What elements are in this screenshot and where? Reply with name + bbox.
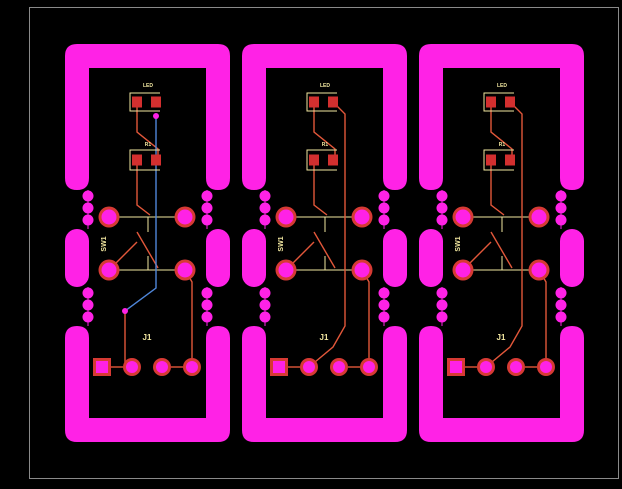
smd-pad xyxy=(309,154,319,166)
switch-label: SW1 xyxy=(278,236,285,251)
smd-pads xyxy=(132,96,161,166)
led-label: LED xyxy=(143,83,153,89)
connector-label: J1 xyxy=(497,333,506,342)
trace xyxy=(313,160,328,216)
connector-pad-square-core xyxy=(96,361,108,373)
smd-pad xyxy=(486,154,496,166)
trace xyxy=(490,160,505,216)
connector-pads xyxy=(447,358,555,376)
connector-pad xyxy=(126,361,138,373)
smd-pad xyxy=(151,96,161,108)
switch-pad xyxy=(278,262,294,278)
via xyxy=(153,113,159,119)
led-silk-outline xyxy=(483,92,514,112)
resistor-silk-outline xyxy=(129,149,160,171)
led-label: LED xyxy=(497,83,507,89)
connector-label: J1 xyxy=(143,333,152,342)
copper-frame-top xyxy=(65,44,230,190)
copper-frame-bottom xyxy=(242,326,407,442)
copper-tab-left xyxy=(419,229,443,287)
smd-pad xyxy=(328,154,338,166)
trace xyxy=(485,101,523,368)
copper-frame xyxy=(419,44,584,442)
connector-pad xyxy=(186,361,198,373)
smd-pad xyxy=(505,96,515,108)
connector-label: J1 xyxy=(320,333,329,342)
switch-pads xyxy=(452,206,550,281)
smd-pads xyxy=(309,96,338,166)
smd-pad xyxy=(328,96,338,108)
switch-pad xyxy=(177,209,193,225)
smd-pad xyxy=(151,154,161,166)
board-outline xyxy=(29,7,619,479)
connector-pad xyxy=(333,361,345,373)
connector-pad xyxy=(480,361,492,373)
smd-pad xyxy=(486,96,496,108)
via xyxy=(122,308,128,314)
copper-frame-bottom xyxy=(65,326,230,442)
switch-pad xyxy=(101,209,117,225)
bottom-trace xyxy=(124,116,157,312)
copper-frame-bottom xyxy=(419,326,584,442)
switch-pad xyxy=(278,209,294,225)
switch-label: SW1 xyxy=(101,236,108,251)
copper-tab-right xyxy=(206,229,230,287)
led-label: LED xyxy=(320,83,330,89)
smd-pad xyxy=(505,154,515,166)
switch-pad xyxy=(354,209,370,225)
led-silk-outline xyxy=(129,92,160,112)
connector-pad xyxy=(156,361,168,373)
trace xyxy=(490,231,513,269)
connector-pad-square-core xyxy=(450,361,462,373)
smd-pad xyxy=(132,154,142,166)
connector-pad xyxy=(540,361,552,373)
silkscreen xyxy=(483,92,514,171)
resistor-silk-outline xyxy=(306,149,337,171)
resistor-silk-outline xyxy=(483,149,514,171)
copper-tab-right xyxy=(383,229,407,287)
smd-pad xyxy=(309,96,319,108)
copper-tab-left xyxy=(65,229,89,287)
connector-pad xyxy=(363,361,375,373)
copper-frame-top xyxy=(419,44,584,190)
switch-pad xyxy=(101,262,117,278)
smd-pad xyxy=(132,96,142,108)
trace xyxy=(313,231,336,269)
smd-pads xyxy=(486,96,515,166)
silkscreen xyxy=(129,92,160,171)
copper-frame xyxy=(65,44,230,442)
resistor-label: R1 xyxy=(499,142,506,148)
connector-pads xyxy=(270,358,378,376)
copper-frame xyxy=(242,44,407,442)
switch-pad xyxy=(455,209,471,225)
switch-pads xyxy=(98,206,196,281)
led-silk-outline xyxy=(306,92,337,112)
resistor-label: R1 xyxy=(322,142,329,148)
copper-tab-right xyxy=(560,229,584,287)
switch-pad xyxy=(531,262,547,278)
copper-tab-left xyxy=(242,229,266,287)
connector-pad xyxy=(510,361,522,373)
connector-pad xyxy=(303,361,315,373)
connector-pads xyxy=(93,358,201,376)
trace xyxy=(136,231,159,269)
connector-pad-square-core xyxy=(273,361,285,373)
switch-pad xyxy=(354,262,370,278)
switch-label: SW1 xyxy=(455,236,462,251)
switch-pad xyxy=(455,262,471,278)
switch-pad xyxy=(531,209,547,225)
resistor-label: R1 xyxy=(145,142,152,148)
trace xyxy=(136,160,151,216)
silkscreen xyxy=(306,92,337,171)
switch-pad xyxy=(177,262,193,278)
switch-pads xyxy=(275,206,373,281)
trace xyxy=(308,101,346,368)
copper-frame-top xyxy=(242,44,407,190)
